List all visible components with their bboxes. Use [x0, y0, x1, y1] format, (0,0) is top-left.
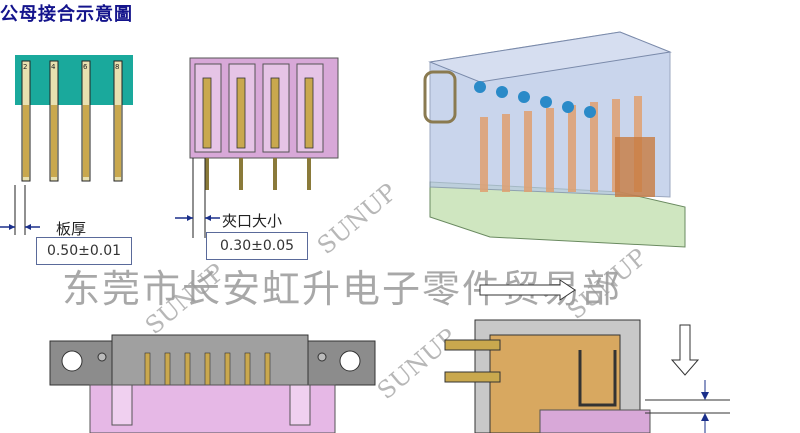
svg-text:6: 6 — [83, 63, 88, 71]
clamp-opening-value: 0.30±0.05 — [206, 232, 308, 260]
plate-thickness-value: 0.50±0.01 — [36, 237, 132, 265]
svg-text:2: 2 — [23, 63, 27, 71]
female-socket-diagram — [175, 57, 339, 238]
connector-cross-section — [444, 279, 730, 433]
clamp-opening-label: 夾口大小 — [222, 212, 283, 230]
connector-front-view — [49, 334, 376, 433]
plate-thickness-label: 板厚 — [56, 220, 87, 238]
connector-3d-render — [423, 31, 686, 248]
svg-text:8: 8 — [115, 63, 119, 71]
male-pin-header-diagram: 2 4 6 8 — [0, 55, 133, 235]
svg-text:4: 4 — [51, 63, 56, 71]
page-title: 公母接合示意圖 — [0, 4, 133, 25]
